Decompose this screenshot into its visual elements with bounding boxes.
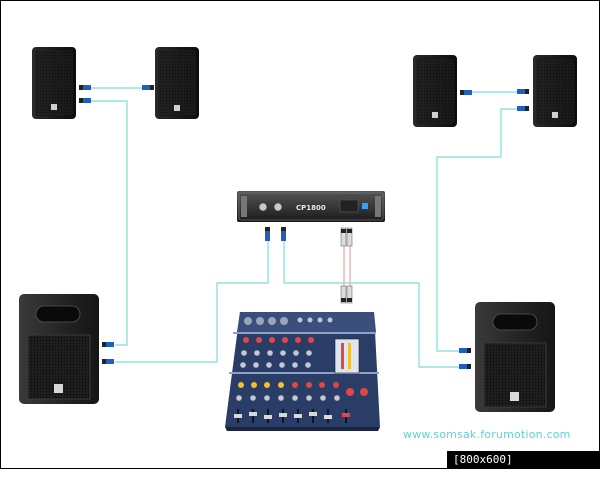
subwoofer-left xyxy=(19,294,99,404)
ev-logo-icon xyxy=(432,112,438,118)
cable-group xyxy=(90,87,519,368)
power-amplifier: CP1800 xyxy=(237,191,385,222)
ev-logo-icon xyxy=(174,105,180,111)
subwoofer-right xyxy=(475,302,555,412)
cable-top-left-to-sub-left xyxy=(90,100,128,346)
ev-logo-icon xyxy=(510,392,519,401)
amp-knob-right xyxy=(273,202,283,212)
speakon-connector-icon xyxy=(265,227,286,241)
speakon-connector-icon xyxy=(102,342,471,369)
cable-amp-to-sub-right xyxy=(283,240,466,368)
diagram-canvas: CP1800 xyxy=(19,47,577,431)
speakon-connector-icon xyxy=(79,85,154,103)
sound-system-diagram: CP1800 xyxy=(0,0,600,469)
xlr-cable-group xyxy=(343,245,351,288)
mixer-meter xyxy=(334,338,360,374)
speaker-top-right-2 xyxy=(533,55,577,127)
speaker-top-left-2 xyxy=(155,47,199,119)
speaker-top-right-1 xyxy=(413,55,457,127)
ev-logo-icon xyxy=(552,112,558,118)
image-host-stamp: [800x600] http://upic.me/ xyxy=(447,451,600,484)
amp-knob-left xyxy=(258,202,268,212)
speakon-connector-icon xyxy=(460,89,529,111)
cable-top-right-to-sub-right xyxy=(436,108,519,352)
mixer-faders xyxy=(234,409,350,423)
ev-logo-icon xyxy=(54,384,63,393)
mixer-console xyxy=(225,312,380,431)
cable-amp-to-sub-left xyxy=(115,240,269,363)
website-caption: www.somsak.forumotion.com xyxy=(403,428,571,441)
amp-brand-label: CP1800 xyxy=(296,204,326,212)
xlr-connector-icon xyxy=(340,227,353,304)
ev-logo-icon xyxy=(51,104,57,110)
speaker-top-left-1 xyxy=(32,47,76,119)
mixer-knobs xyxy=(236,317,368,401)
